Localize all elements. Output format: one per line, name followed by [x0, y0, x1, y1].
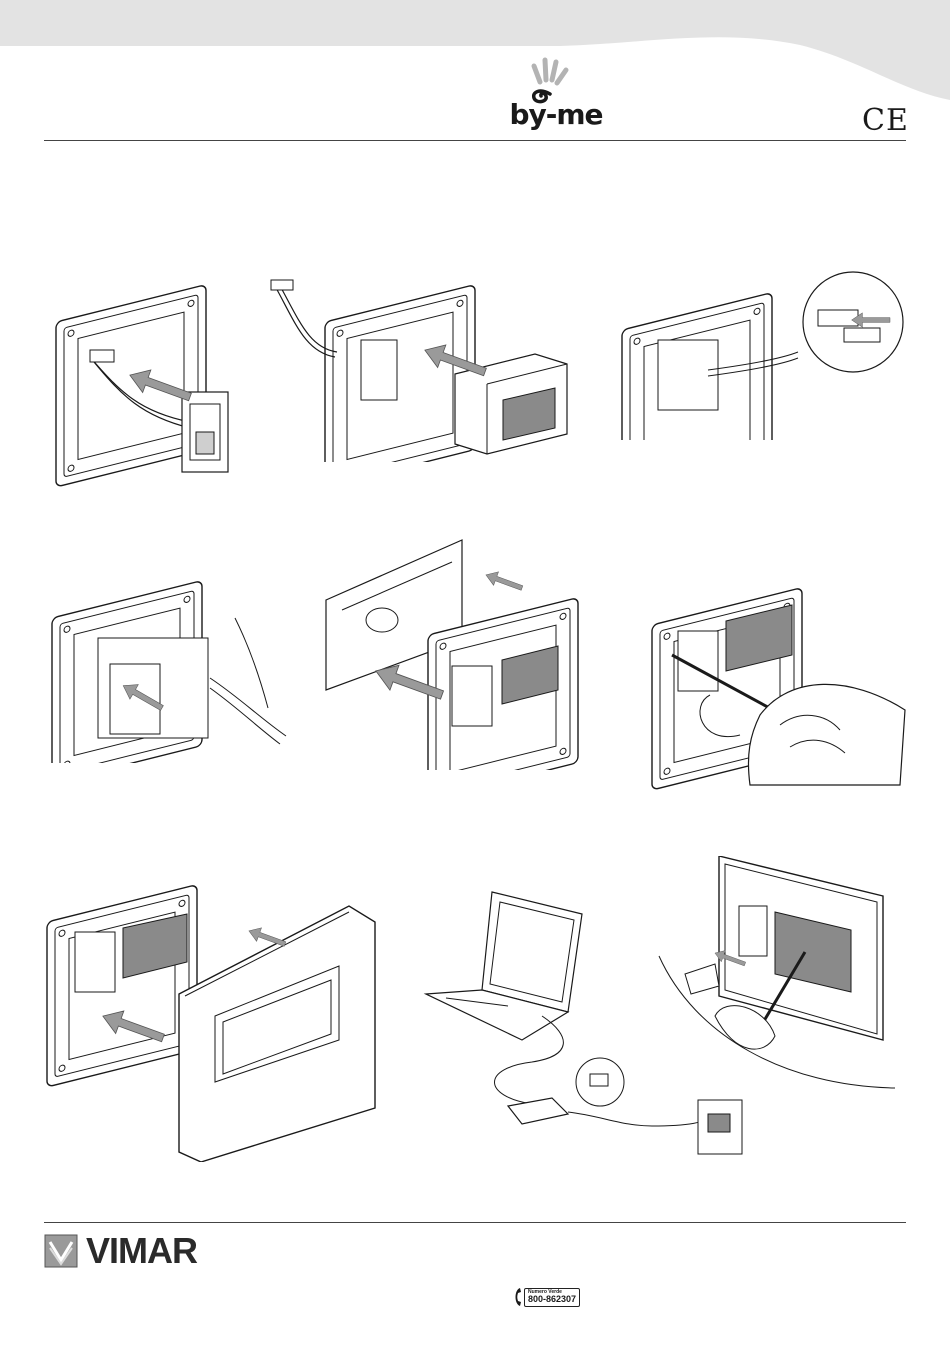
vimar-shield-icon [44, 1234, 78, 1268]
phone-handset-icon [512, 1286, 522, 1308]
step-7-illustration [45, 862, 385, 1162]
step-1-illustration [50, 262, 240, 487]
footer-divider [44, 1222, 906, 1223]
header-divider [44, 140, 906, 141]
step-6-illustration [650, 535, 910, 790]
step-3-illustration [618, 270, 908, 440]
step-2-illustration [265, 262, 585, 462]
support-number-box: Numero Verde 800-862307 [524, 1288, 580, 1307]
company-logo-text: VIMAR [86, 1230, 197, 1272]
support-badge: Numero Verde 800-862307 [512, 1286, 580, 1308]
step-9-illustration [655, 856, 905, 1091]
step-4-illustration [50, 568, 290, 763]
product-logo-text: by-me [494, 98, 618, 131]
header-band [0, 0, 950, 130]
company-logo: VIMAR [44, 1233, 197, 1269]
ce-certification-mark: CE [862, 106, 909, 136]
step-5-illustration [322, 530, 592, 770]
support-number: 800-862307 [528, 1295, 576, 1304]
